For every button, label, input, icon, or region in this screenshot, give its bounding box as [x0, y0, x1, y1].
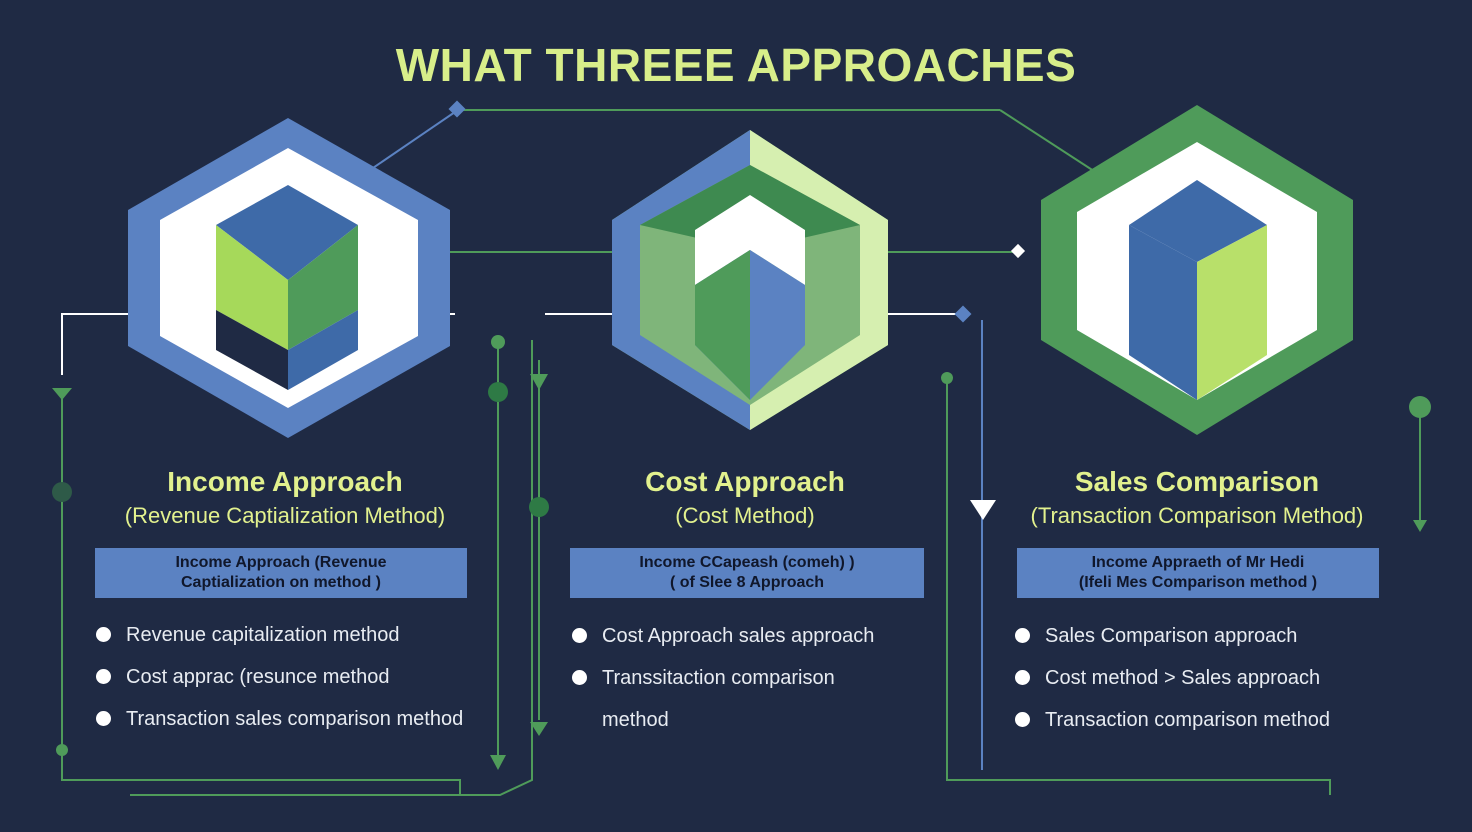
arrow-down-icon [970, 500, 996, 520]
column-subtitle: (Transaction Comparison Method) [1030, 503, 1364, 528]
left-bottom-line [61, 750, 461, 795]
list-item: Transaction comparison method [1015, 709, 1415, 731]
arrow-down-icon [1413, 520, 1427, 532]
bullet-dot-icon [96, 627, 111, 642]
arrow-down-icon [52, 388, 72, 400]
cost-banner: Income CCapeash (comeh) ) ( of Slee 8 Ap… [570, 548, 924, 598]
column-subtitle: (Revenue Captialization Method) [124, 503, 446, 528]
right-bottom-line [946, 378, 1331, 795]
bullet-dot-icon [1015, 628, 1030, 643]
bullet-dot-icon [1015, 670, 1030, 685]
bullet-dot-icon [96, 669, 111, 684]
list-item-label: method [602, 709, 669, 731]
connector-nodes [52, 100, 1431, 770]
diamond-node [954, 305, 972, 323]
column-title: Sales Comparison [1074, 466, 1320, 497]
node-dot [941, 372, 953, 384]
sales-banner: Income Appraeth of Mr Hedi (Ifeli Mes Co… [1017, 548, 1379, 598]
list-item: method [572, 709, 932, 731]
node-dot [1409, 396, 1431, 418]
banner-line: Income Approach (Revenue [175, 554, 387, 571]
list-item-label: Cost Approach sales approach [602, 625, 875, 647]
list-item-label: Cost apprac (resunce method [126, 666, 390, 688]
connector-lines [61, 109, 1421, 796]
arrow-down-icon [490, 755, 506, 770]
page-title: WHAT THREEE APPROACHES [395, 39, 1077, 91]
income-banner: Income Approach (Revenue Captialization … [95, 548, 467, 598]
list-item-label: Transsitaction comparison [602, 667, 835, 689]
sales-column-header: Sales Comparison (Transaction Comparison… [997, 465, 1397, 533]
income-bullet-list: Revenue capitalization method Cost appra… [96, 624, 496, 750]
cost-column-header: Cost Approach (Cost Method) [545, 465, 945, 533]
cost-bullet-list: Cost Approach sales approach Transsitact… [572, 625, 932, 751]
banner-line: (Ifeli Mes Comparison method ) [1078, 574, 1318, 591]
list-item: Revenue capitalization method [96, 624, 496, 646]
list-item: Cost apprac (resunce method [96, 666, 496, 688]
diamond-node [1010, 243, 1026, 259]
list-item: Transsitaction comparison [572, 667, 932, 689]
top-left-diagonal [369, 111, 456, 171]
top-connector-diagonal [999, 109, 1101, 176]
cost-hexagon-icon [612, 130, 888, 430]
column-subtitle: (Cost Method) [675, 503, 815, 528]
banner-line: Captialization on method ) [181, 574, 381, 591]
bullet-dot-icon [572, 670, 587, 685]
bullet-dot-icon [96, 711, 111, 726]
col2-bottom-line [130, 340, 533, 796]
column-title: Cost Approach [645, 466, 845, 497]
list-item: Transaction sales comparison method [96, 708, 496, 730]
arrow-down-icon [530, 374, 548, 390]
column-title: Income Approach [167, 466, 403, 497]
arrow-down-icon [530, 722, 548, 736]
sales-bullet-list: Sales Comparison approach Cost method > … [1015, 625, 1415, 751]
node-dot [56, 744, 68, 756]
node-dot [488, 382, 508, 402]
list-item: Sales Comparison approach [1015, 625, 1415, 647]
income-hexagon-icon [128, 118, 450, 438]
node-dot [491, 335, 505, 349]
banner-line: Income CCapeash (comeh) ) [639, 554, 855, 571]
node-dot [529, 497, 549, 517]
node-dot [52, 482, 72, 502]
bullet-dot-icon [572, 628, 587, 643]
list-item-label: Cost method > Sales approach [1045, 667, 1321, 689]
list-item-label: Transaction sales comparison method [126, 708, 464, 730]
list-item-label: Sales Comparison approach [1045, 625, 1298, 647]
income-column-header: Income Approach (Revenue Captialization … [85, 465, 485, 533]
list-item: Cost Approach sales approach [572, 625, 932, 647]
bullet-dot-icon [1015, 712, 1030, 727]
list-item-label: Revenue capitalization method [126, 624, 400, 646]
banner-line: ( of Slee 8 Approach [669, 574, 825, 591]
list-item: Cost method > Sales approach [1015, 667, 1415, 689]
list-item-label: Transaction comparison method [1045, 709, 1330, 731]
banner-line: Income Appraeth of Mr Hedi [1091, 554, 1305, 571]
sales-hexagon-icon [1041, 105, 1353, 435]
diamond-node [448, 100, 466, 118]
